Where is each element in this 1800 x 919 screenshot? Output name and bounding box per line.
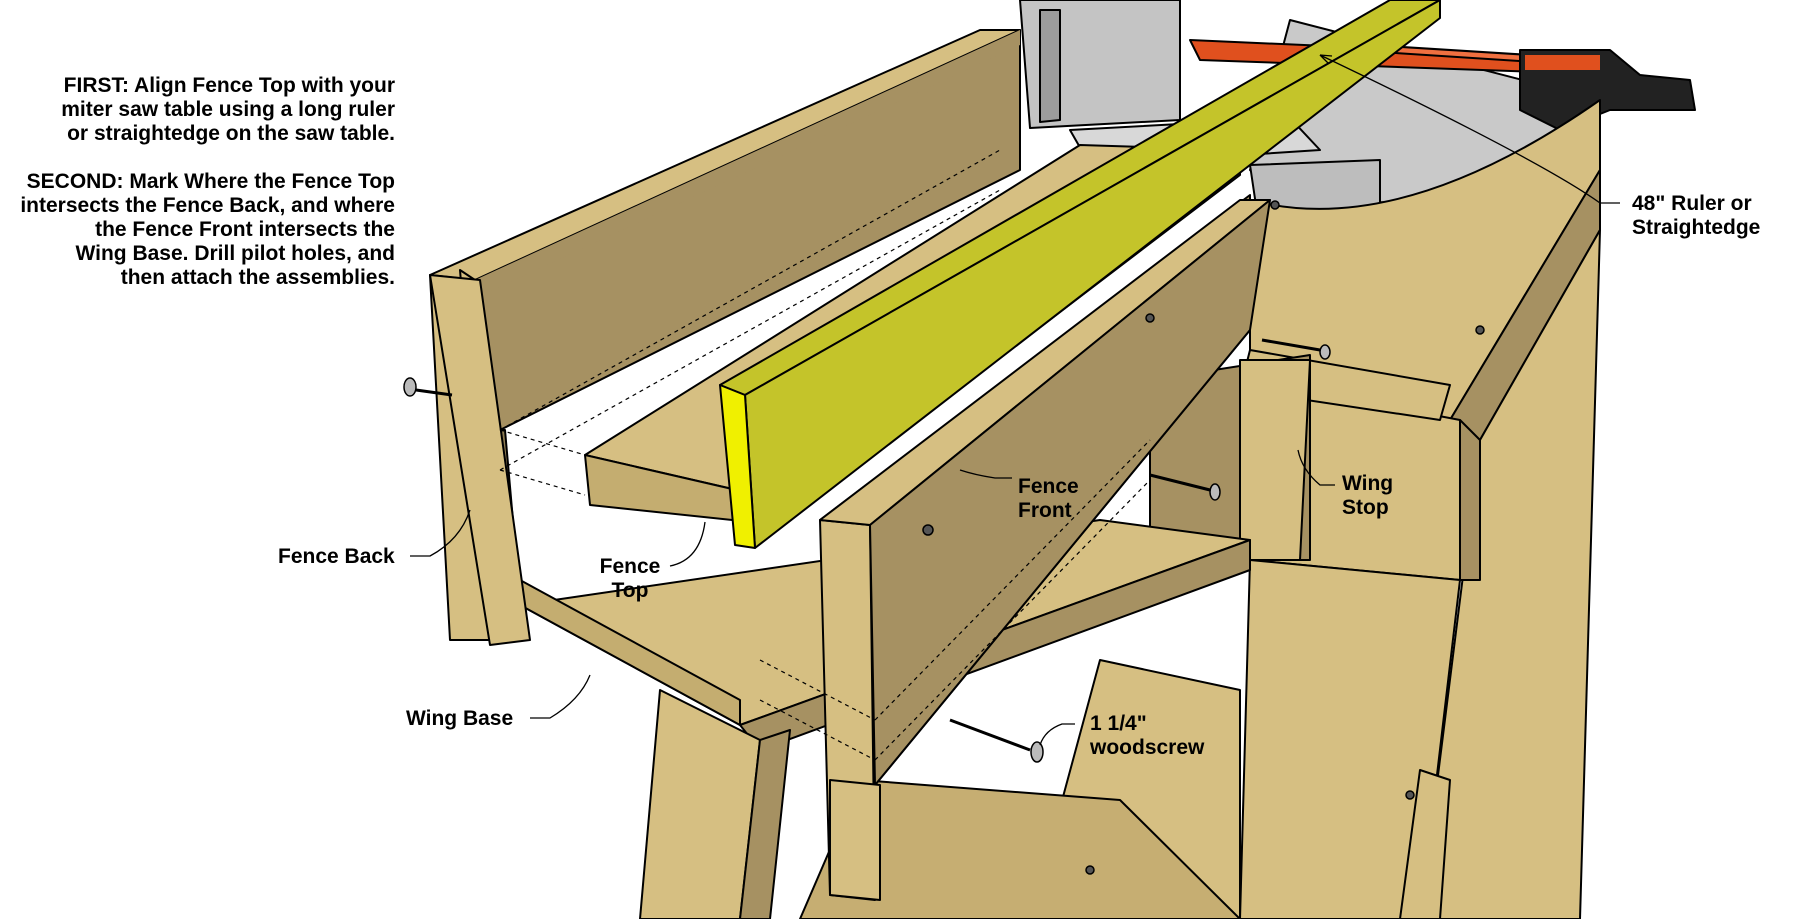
instruction-second-line-2: intersects the Fence Back, and where [20, 194, 395, 217]
instruction-first-line-1: FIRST: Align Fence Top with your [63, 74, 395, 97]
instruction-second-line-5: then attach the assemblies. [120, 266, 395, 289]
leader-wing-base [530, 674, 591, 719]
instruction-second-line-3: the Fence Front intersects the [95, 218, 395, 241]
screw-fence-back [403, 377, 453, 397]
label-ruler: 48" Ruler or Straightedge [1632, 192, 1760, 240]
leader-ruler-arrow [1319, 54, 1333, 64]
label-fence-top: Fence Top [594, 555, 666, 603]
saw-stand [799, 99, 1601, 919]
leader-fence-front [959, 469, 1012, 479]
screw-wing-base [949, 718, 1044, 763]
instruction-second-line-4: Wing Base. Drill pilot holes, and [75, 242, 395, 265]
label-woodscrew-line-2: woodscrew [1090, 736, 1205, 759]
hidden-lines [499, 149, 1151, 761]
leader-woodscrew [1039, 723, 1075, 746]
label-wing-stop-line-1: Wing [1342, 472, 1394, 495]
label-fence-top-line-1: Fence [599, 555, 661, 578]
leader-lines [410, 54, 1620, 746]
label-fence-back: Fence Back [278, 545, 395, 568]
screw-wing-stop [1149, 473, 1221, 501]
fence-front [819, 194, 1271, 901]
label-ruler-line-1: 48" Ruler or [1632, 192, 1752, 215]
label-woodscrew-line-1: 1 1/4" [1090, 712, 1147, 735]
instruction-second: SECOND: Mark Where the Fence Top interse… [20, 170, 395, 290]
leader-ruler [1319, 54, 1620, 204]
label-fence-front: Fence Front [1018, 475, 1079, 523]
label-woodscrew: 1 1/4" woodscrew [1090, 712, 1204, 760]
leader-fence-top [669, 521, 706, 567]
leader-wing-stop [1297, 449, 1335, 486]
pilot-holes [922, 200, 1485, 875]
wing-stop [1149, 349, 1451, 561]
instruction-first-line-3: or straightedge on the saw table. [67, 122, 395, 145]
label-wing-base: Wing Base [406, 707, 514, 730]
label-ruler-line-2: Straightedge [1632, 216, 1761, 239]
instruction-second-line-1: SECOND: Mark Where the Fence Top [26, 170, 395, 193]
instructions: FIRST: Align Fence Top with your miter s… [20, 74, 395, 314]
label-fence-front-line-1: Fence [1018, 475, 1079, 498]
label-fence-front-line-2: Front [1018, 499, 1072, 522]
label-fence-top-line-2: Top [611, 579, 649, 602]
label-wing-stop: Wing Stop [1342, 472, 1393, 520]
instruction-first: FIRST: Align Fence Top with your miter s… [20, 74, 395, 146]
leader-fence-back [410, 509, 471, 557]
woodscrews [403, 200, 1485, 875]
ruler-straightedge [719, 0, 1441, 549]
label-wing-stop-line-2: Stop [1342, 496, 1389, 519]
instruction-first-line-2: miter saw table using a long ruler [61, 98, 395, 121]
screw-top-right [1261, 338, 1331, 360]
fence-back [429, 29, 1021, 646]
